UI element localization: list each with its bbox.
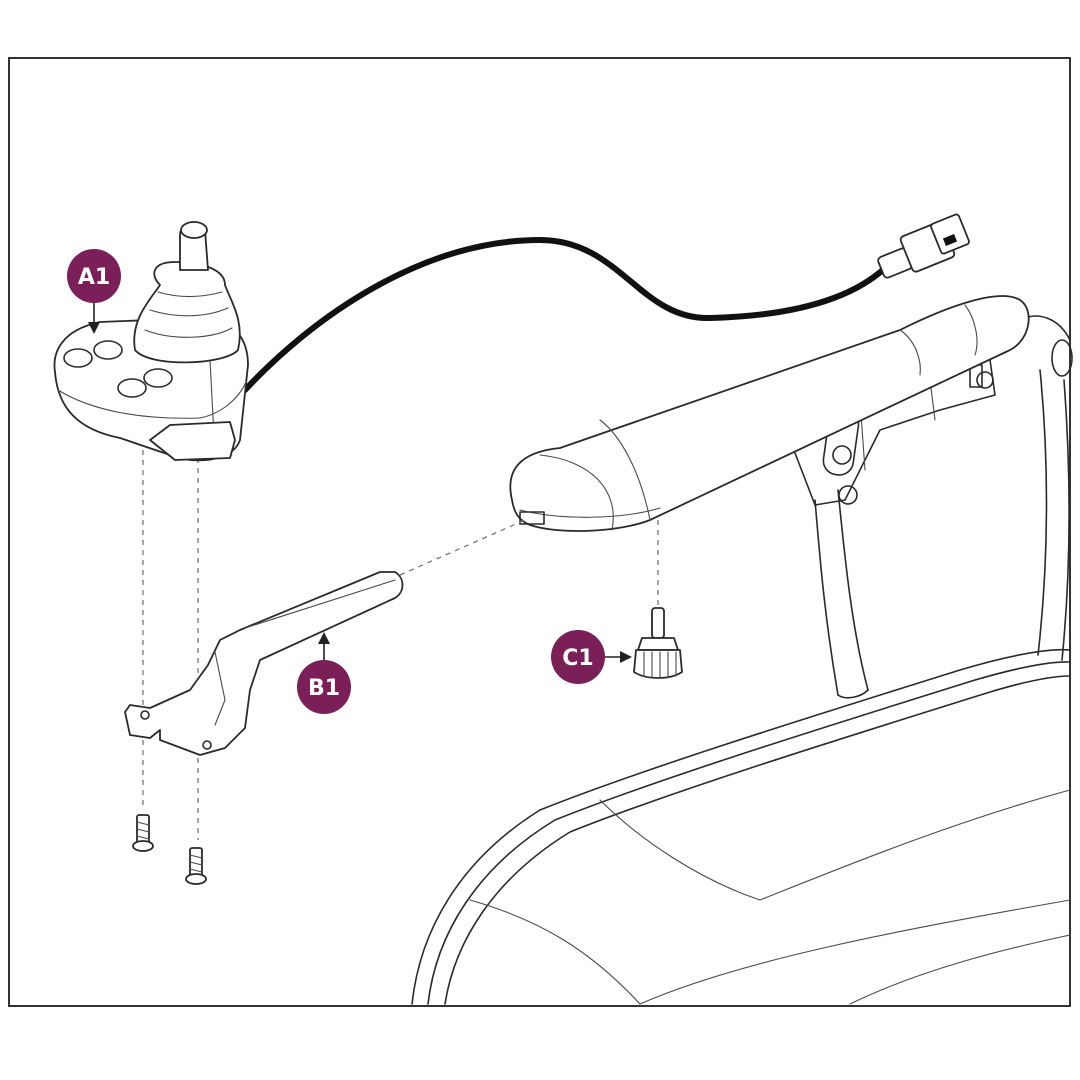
callout-b1-badge (297, 660, 351, 714)
seat-cushion (411, 648, 1071, 1005)
callout-c1-label: C1 (562, 646, 593, 671)
knob (633, 607, 683, 679)
callout-a1-badge (67, 249, 121, 303)
diagram-frame (8, 57, 1071, 1007)
callout-b1-label: B1 (308, 676, 340, 701)
callout-a1-label: A1 (78, 265, 110, 290)
callout-b1: B1 (297, 632, 351, 714)
screw-right (185, 847, 207, 885)
callout-a1-arrowhead (88, 322, 100, 334)
callout-a1: A1 (67, 249, 121, 334)
controller-cable (242, 213, 970, 393)
callout-b1-arrowhead (318, 632, 330, 644)
joystick-controller (53, 221, 249, 462)
mounting-bracket (124, 571, 404, 756)
callout-c1-badge (551, 630, 605, 684)
alignment-lines (142, 450, 659, 840)
callout-c1-arrowhead (620, 651, 632, 663)
screw-left (132, 814, 154, 852)
armrest-pad (509, 295, 1030, 532)
callout-c1: C1 (551, 630, 632, 684)
